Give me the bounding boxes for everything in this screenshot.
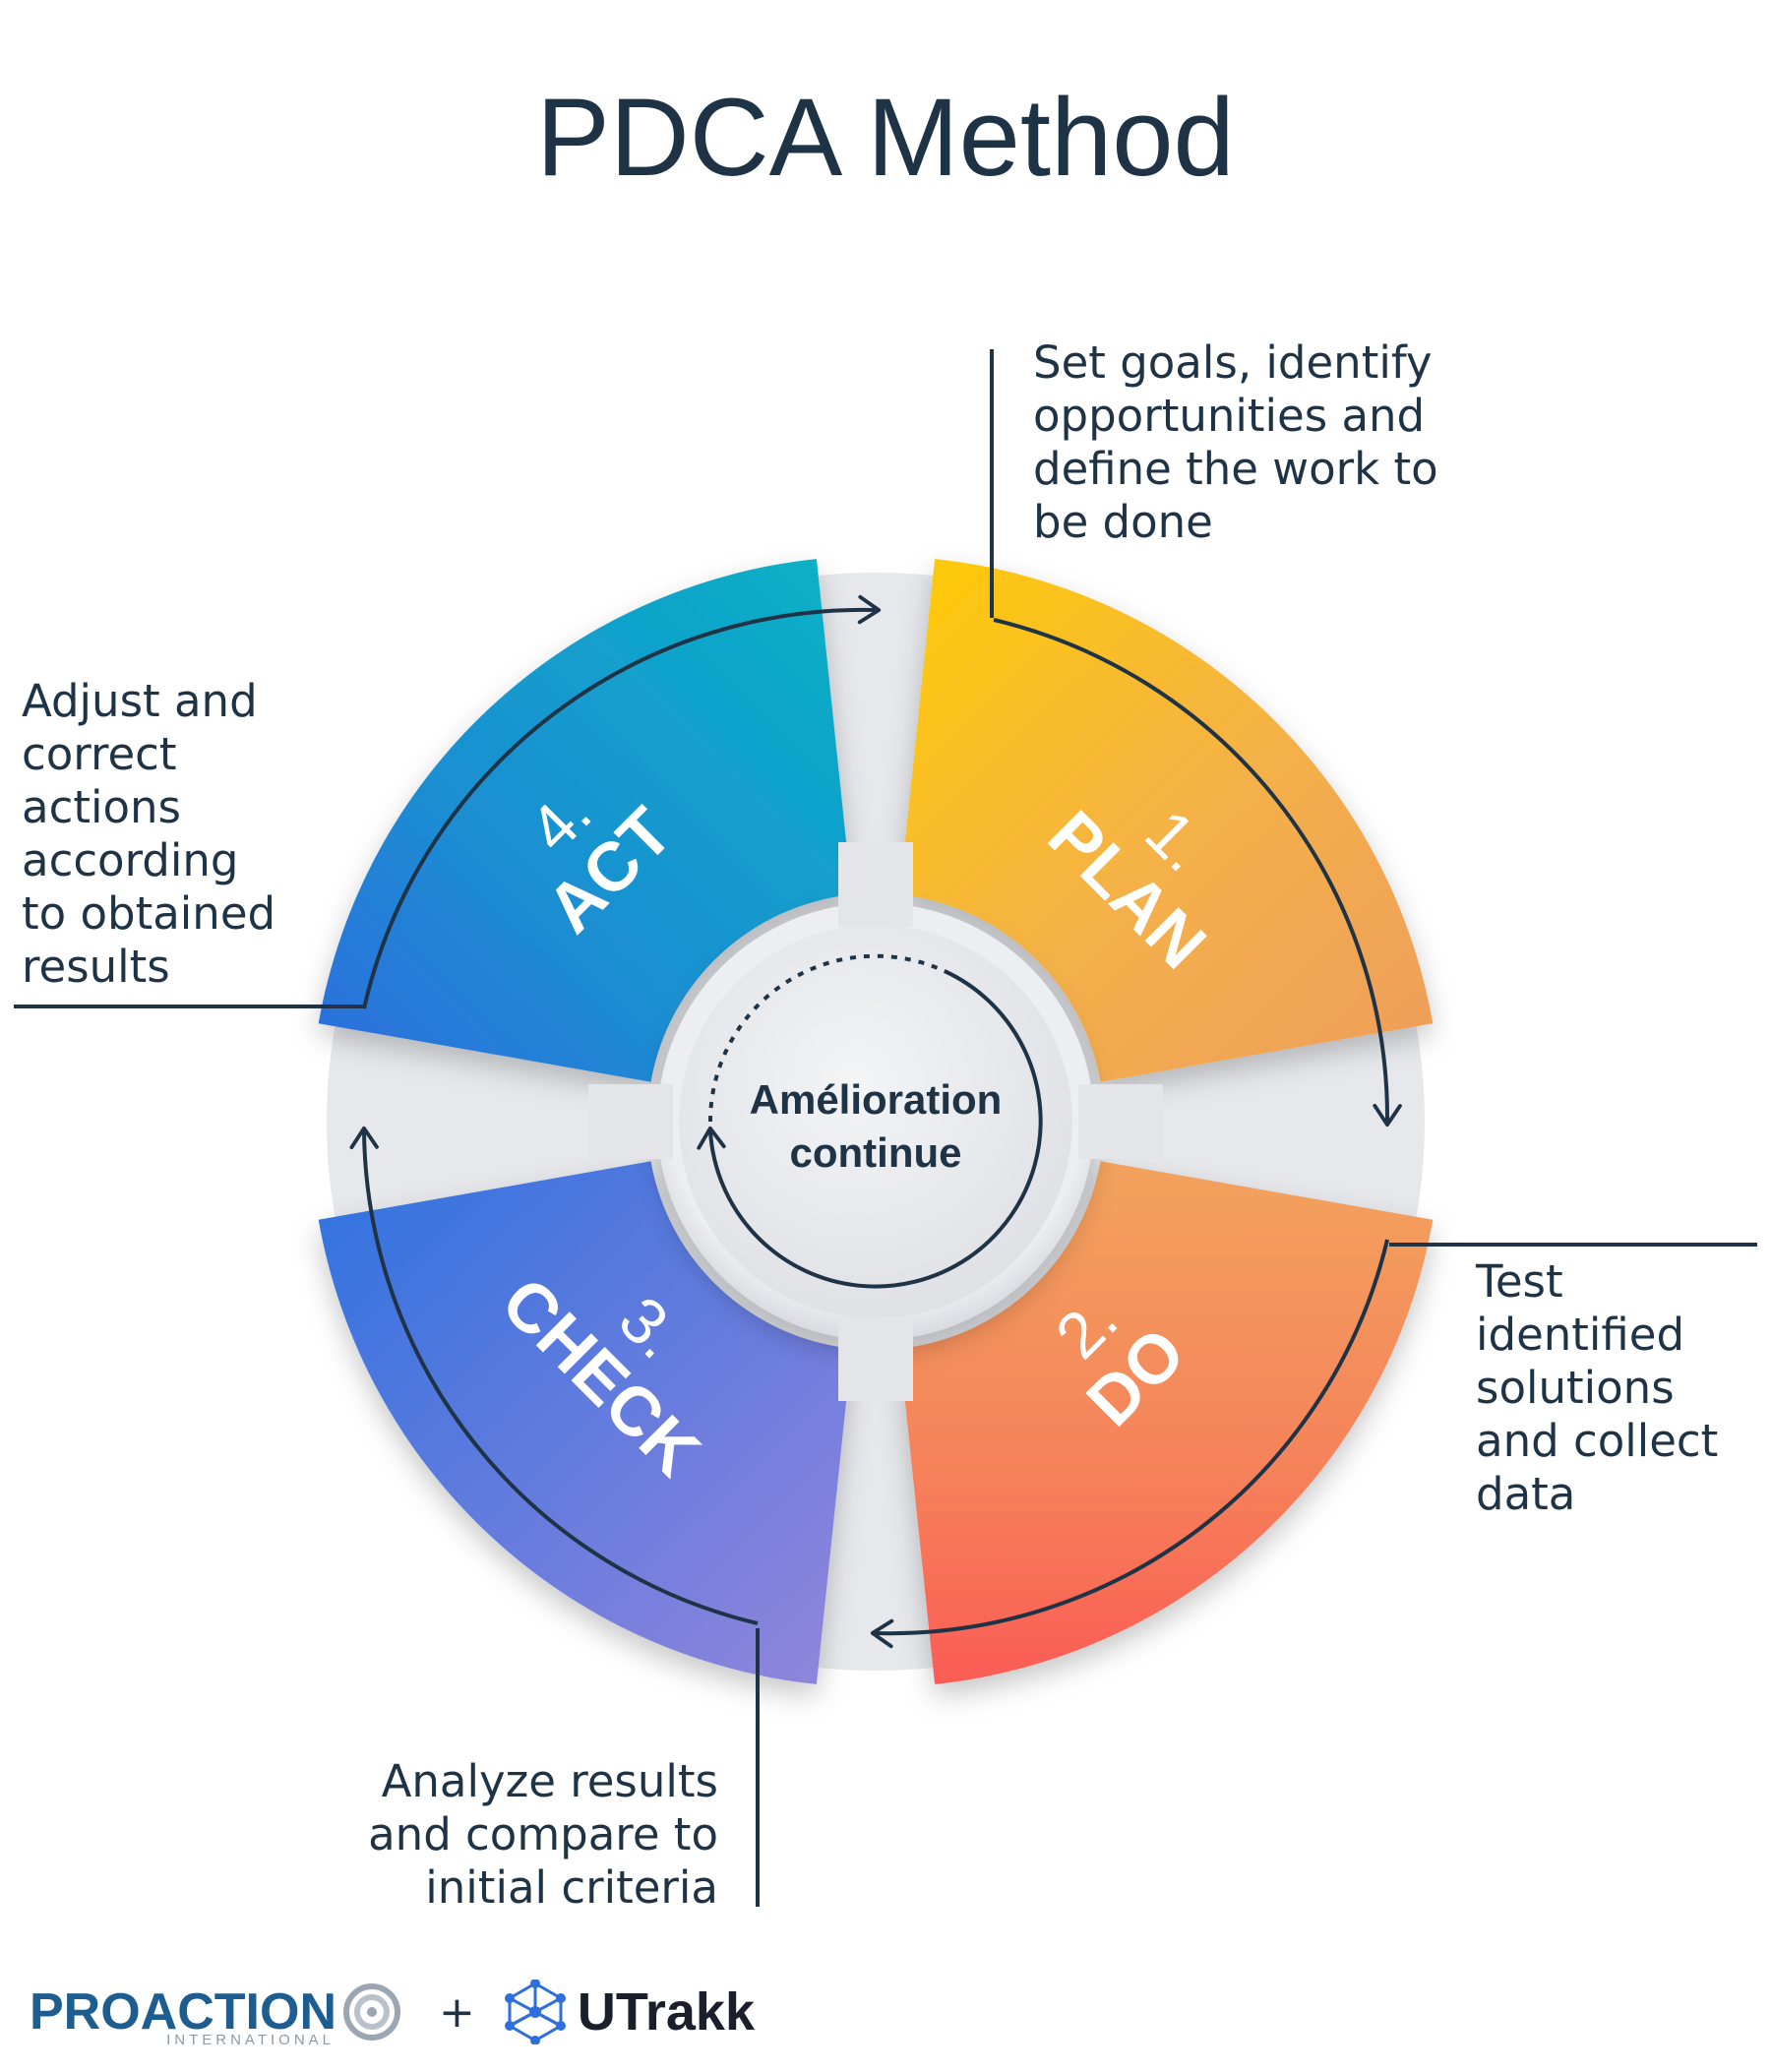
hub-cycle-arrow — [697, 969, 1043, 1289]
do-description-line: and collect — [1476, 1415, 1719, 1467]
cycle-arrow-do-to-check — [870, 1239, 1389, 1649]
do-description: Test identified solutions and collect da… — [1476, 1255, 1718, 1521]
check-description-line: initial criteria — [425, 1861, 718, 1914]
proaction-logo: PROACTION INTERNATIONAL — [30, 1981, 403, 2048]
utrakk-logo: UTrakk — [503, 1980, 755, 2044]
act-description-line: according — [22, 834, 239, 886]
do-description-line: Test — [1476, 1255, 1563, 1308]
plan-description: Set goals, identify opportunities and de… — [1033, 336, 1438, 549]
hub-cycle-dashed-arc — [707, 953, 946, 1123]
proaction-swirl-icon — [343, 1983, 400, 2041]
plan-description-line: be done — [1033, 496, 1213, 548]
act-description-line: correct — [22, 728, 177, 780]
proaction-subtitle: INTERNATIONAL — [166, 2032, 335, 2048]
utrakk-wordmark: UTrakk — [577, 1982, 755, 2042]
act-description-line: Adjust and — [22, 675, 258, 727]
do-description-line: identified — [1476, 1309, 1685, 1361]
act-description-line: actions — [22, 781, 181, 833]
plan-segment — [899, 559, 1434, 1082]
act-description-line: to obtained — [22, 887, 276, 940]
do-description-line: solutions — [1476, 1362, 1675, 1414]
act-segment — [318, 559, 852, 1082]
bridge-left — [588, 1084, 673, 1159]
check-description: Analyze results and compare to initial c… — [368, 1755, 718, 1915]
bridge-right — [1078, 1084, 1163, 1159]
do-description-line: data — [1476, 1468, 1576, 1520]
cycle-arrow-check-to-act — [349, 1126, 759, 1625]
plus-sign: + — [439, 1986, 475, 2038]
utrakk-network-icon — [504, 1980, 566, 2044]
check-segment — [318, 1161, 852, 1684]
check-description-line: and compare to — [368, 1808, 718, 1860]
bridge-bottom — [838, 1316, 913, 1401]
act-description: Adjust and correct actions according to … — [22, 675, 275, 994]
plan-description-line: Set goals, identify — [1033, 336, 1433, 389]
cycle-arrow-act-to-plan — [362, 594, 882, 1009]
act-description-line: results — [22, 941, 170, 993]
proaction-wordmark: PROACTION — [30, 1983, 336, 2041]
page-title: PDCA Method — [536, 76, 1235, 199]
plan-description-line: define the work to — [1033, 443, 1438, 495]
check-description-line: Analyze results — [381, 1755, 718, 1807]
do-segment — [899, 1161, 1434, 1684]
bridge-top — [838, 842, 913, 927]
hub-inner — [679, 925, 1072, 1318]
footer-logos: PROACTION INTERNATIONAL + UTrakk — [30, 1978, 755, 2048]
center-label-line1: Amélioration — [750, 1076, 1003, 1123]
plan-description-line: opportunities and — [1033, 390, 1426, 442]
center-label-line2: continue — [790, 1129, 962, 1176]
cycle-arrow-plan-to-do — [993, 618, 1402, 1127]
